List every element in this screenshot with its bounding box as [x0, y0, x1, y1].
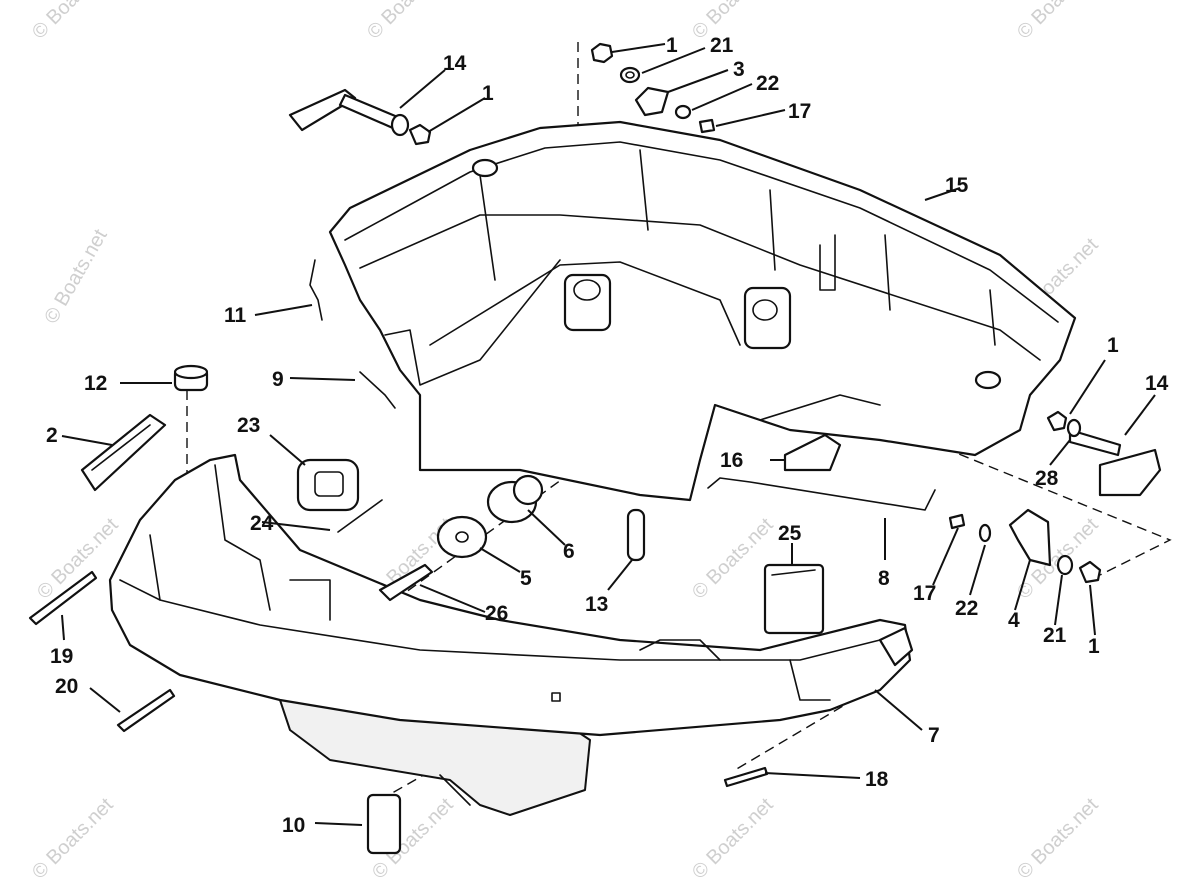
wire-8: [707, 477, 936, 511]
callout-25: 25: [778, 522, 802, 545]
cap-10: [366, 793, 402, 855]
callout-9: 9: [272, 368, 284, 391]
lower-cover: [108, 453, 912, 816]
nut-1b: [408, 123, 432, 146]
grommet-13: [626, 508, 646, 562]
callout-labels: 1 21 3 22 17 14 1 15 11 9 12 2 23 1 14 2…: [46, 34, 1169, 837]
callout-6: 6: [563, 540, 575, 563]
callout-5: 5: [520, 567, 532, 590]
callout-21: 21: [710, 34, 734, 57]
bolt-18: [723, 766, 769, 788]
callout-1: 1: [666, 34, 678, 57]
callout-23: 23: [237, 414, 260, 437]
callout-17: 17: [788, 100, 811, 123]
callout-19: 19: [50, 645, 73, 668]
watermark: © Boats.net: [363, 0, 453, 44]
callout-14: 14: [443, 52, 467, 75]
fitting-26: [378, 563, 434, 602]
latch-handle-left: [288, 88, 410, 137]
callout-2: 2: [46, 424, 58, 447]
clip-9: [359, 371, 396, 409]
watermark: © Boats.net: [1013, 794, 1103, 884]
callout-21: 21: [1043, 624, 1067, 647]
callout-22: 22: [955, 597, 978, 620]
callout-4: 4: [1008, 609, 1020, 632]
callout-3: 3: [733, 58, 745, 81]
nut-1c: [1046, 410, 1068, 432]
hardware: [28, 42, 1102, 855]
bracket-4: [1008, 508, 1052, 567]
callout-20: 20: [55, 675, 78, 698]
grommet-23: [296, 458, 360, 512]
cover-boss: [743, 286, 792, 350]
bracket-3: [634, 86, 670, 117]
callout-17: 17: [913, 582, 936, 605]
watermark: © Boats.net: [688, 794, 778, 884]
washer-21b: [1056, 554, 1074, 576]
callout-15: 15: [945, 174, 969, 197]
watermark: © Boats.net: [40, 225, 112, 327]
cover-post: [974, 370, 1002, 390]
leader-lines: [61, 43, 1156, 826]
clip-11: [309, 259, 323, 321]
callout-10: 10: [282, 814, 305, 837]
washer-28: [1066, 418, 1082, 438]
callout-12: 12: [84, 372, 107, 395]
callout-1: 1: [482, 82, 494, 105]
lower-cover-body: [108, 453, 912, 737]
callout-8: 8: [878, 567, 890, 590]
callout-1: 1: [1088, 635, 1100, 658]
callout-26: 26: [485, 602, 508, 625]
upper-cover-body: [328, 120, 1077, 502]
cover-post: [471, 158, 499, 178]
callout-1: 1: [1107, 334, 1119, 357]
callout-22: 22: [756, 72, 779, 95]
pad-16: [783, 433, 842, 472]
pad-25: [763, 563, 825, 635]
screw-17b: [948, 513, 966, 530]
watermark: © Boats.net: [28, 794, 118, 884]
cover-boss: [563, 273, 612, 332]
watermark: © Boats.net: [28, 0, 118, 44]
pin-24: [337, 499, 383, 533]
callout-24: 24: [250, 512, 274, 535]
callout-14: 14: [1145, 372, 1169, 395]
callout-7: 7: [928, 724, 940, 747]
trim-7: [878, 626, 914, 667]
screw-17: [698, 118, 716, 134]
bolt-20: [116, 688, 176, 733]
watermark: © Boats.net: [1013, 0, 1103, 44]
callout-13: 13: [585, 593, 608, 616]
callout-28: 28: [1035, 467, 1059, 490]
nut-1d: [1078, 560, 1102, 584]
callout-18: 18: [865, 768, 889, 791]
nut-1: [590, 42, 614, 64]
callout-16: 16: [720, 449, 743, 472]
washer-22b: [978, 523, 992, 543]
washer-5: [436, 515, 488, 559]
upper-cover: [328, 120, 1077, 502]
latch-handle-right: [1068, 428, 1162, 497]
bolt-19: [28, 570, 98, 626]
washer-22: [674, 104, 692, 120]
clip-2: [80, 413, 167, 492]
washer-21: [619, 66, 641, 84]
callout-11: 11: [224, 304, 247, 327]
